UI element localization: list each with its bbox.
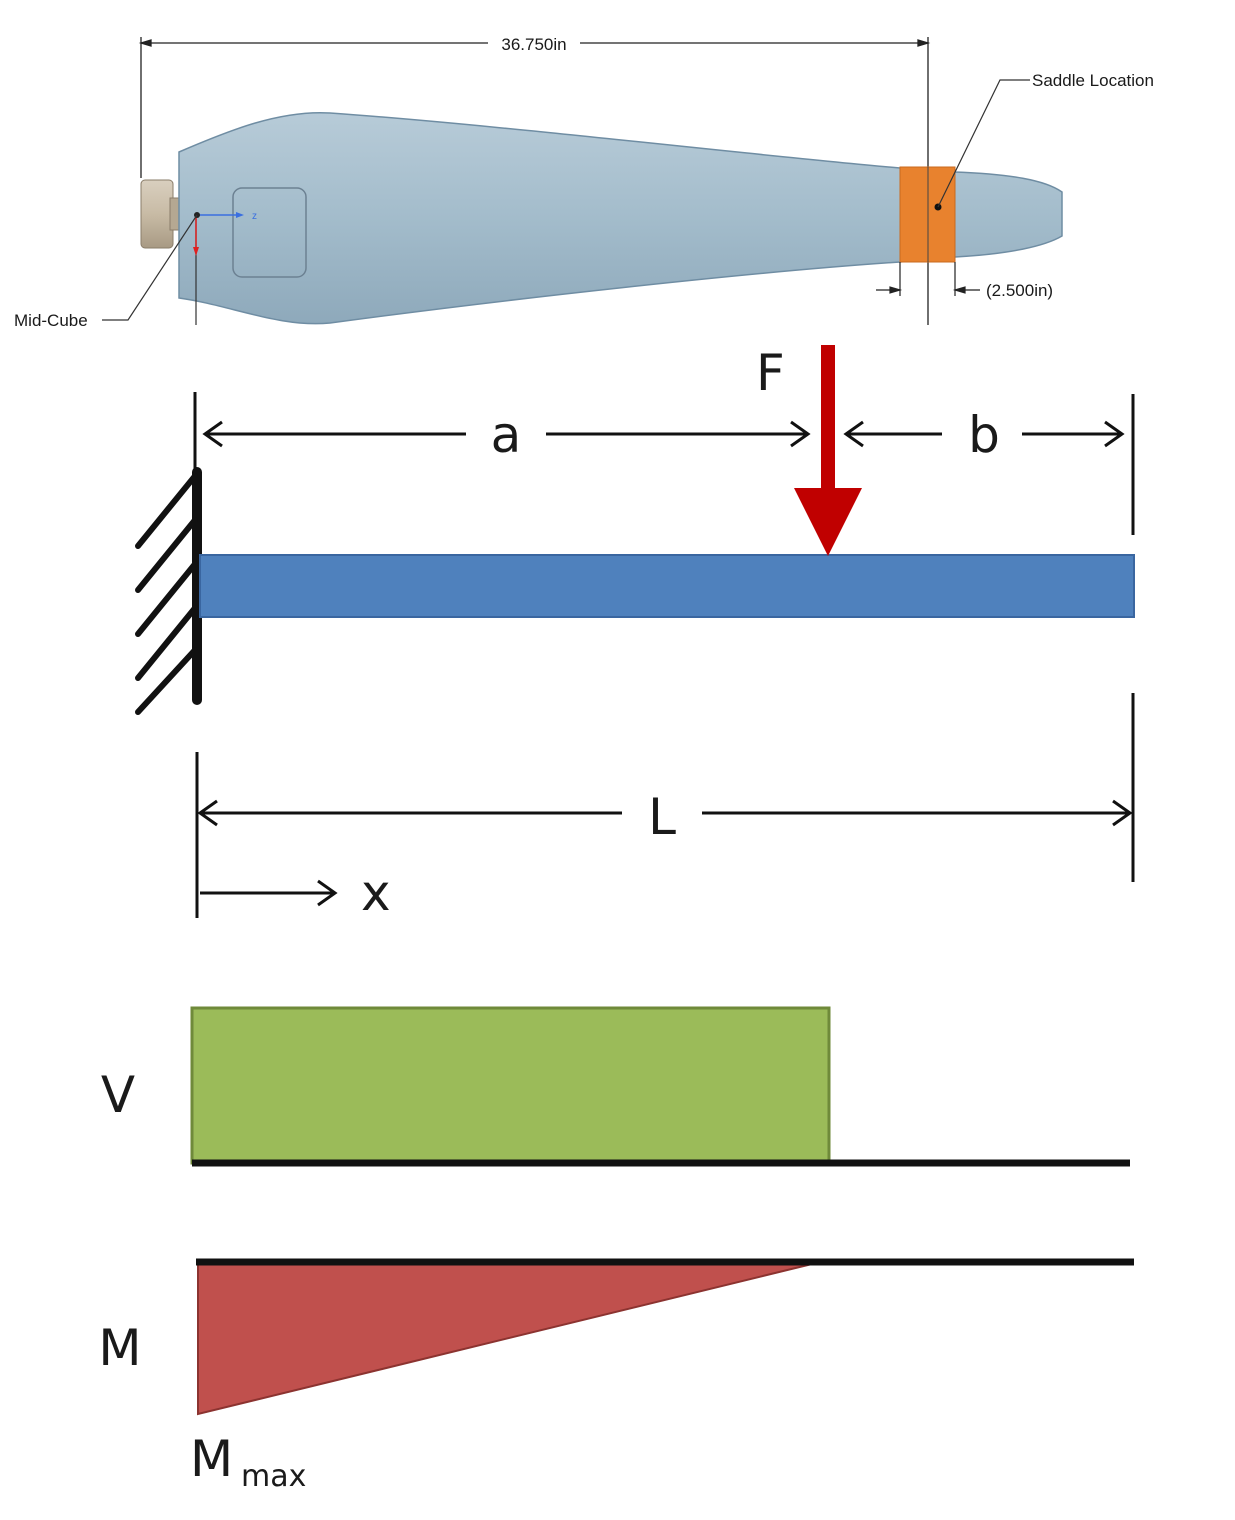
- z-arrow-icon: [236, 212, 244, 218]
- segment-a-label: a: [491, 406, 522, 464]
- shear-diagram: V: [101, 1006, 1130, 1167]
- hub-cylinder: [140, 179, 174, 249]
- length-label: L: [648, 788, 676, 846]
- length-dimension: [195, 693, 1135, 918]
- force-arrow-head: [794, 488, 862, 556]
- shear-block: [190, 1006, 831, 1165]
- force-label: F: [756, 344, 785, 402]
- overall-dimension: [138, 37, 931, 325]
- saddle-leader: [937, 79, 1030, 208]
- mid-cube-leader: [102, 214, 198, 321]
- shear-label: V: [101, 1066, 135, 1124]
- z-axis-label: z: [252, 211, 257, 222]
- beam-fbd: F a b L x: [135, 344, 1135, 922]
- beam: [199, 554, 1135, 618]
- segment-b-label: b: [968, 406, 1000, 464]
- blade-body: [178, 111, 1063, 325]
- x-axis-arrow: [200, 879, 338, 907]
- mmax-label-main: M: [190, 1430, 233, 1488]
- moment-diagram: M M max: [98, 1258, 1134, 1494]
- cube-outline: [232, 187, 307, 278]
- mmax-label-sub: max: [241, 1459, 306, 1494]
- fixed-support: [135, 467, 202, 715]
- saddle-width-label: (2.500in): [986, 281, 1053, 300]
- moment-triangle: [197, 1263, 813, 1416]
- mid-cube-label: Mid-Cube: [14, 311, 88, 330]
- overall-length-label: 36.750in: [501, 35, 566, 54]
- y-arrow-icon: [193, 247, 199, 256]
- saddle-location-label: Saddle Location: [1032, 71, 1154, 90]
- cad-view: 36.750in Saddle Location (2.500in) z: [14, 35, 1154, 330]
- x-label: x: [361, 864, 391, 922]
- force-arrow-shaft: [821, 345, 835, 495]
- ab-dimension: [193, 392, 1135, 535]
- saddle-width-dimension: [876, 262, 980, 296]
- moment-label: M: [98, 1319, 141, 1377]
